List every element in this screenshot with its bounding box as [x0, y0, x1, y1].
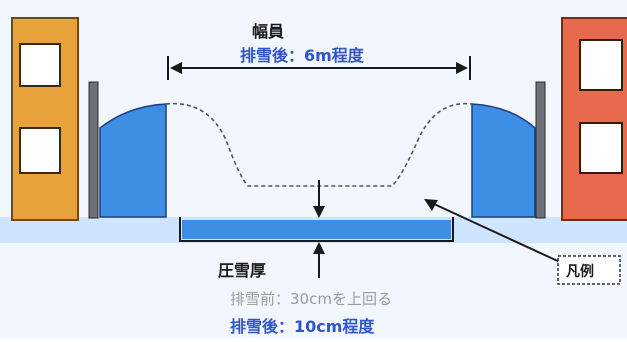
right-building: [561, 17, 627, 221]
window: [19, 127, 61, 174]
legend-pointer: [424, 199, 563, 264]
window: [579, 39, 623, 91]
window: [579, 122, 623, 174]
before-removal-note: 排雪前：30cmを上回る: [230, 290, 392, 308]
right-pole: [535, 81, 546, 219]
width-dimension: [167, 56, 471, 80]
legend-box: [557, 255, 621, 285]
right-snow-bank: [471, 103, 536, 218]
compacted-snow-layer: [182, 220, 451, 239]
road-trench: [179, 217, 454, 242]
thickness-arrows: [313, 180, 325, 278]
left-pole: [88, 81, 99, 219]
after-removal-note: 排雪後：10cm程度: [230, 317, 375, 336]
left-snow-bank: [99, 103, 167, 218]
width-title: 幅員: [252, 22, 284, 41]
left-building: [11, 17, 79, 221]
window: [19, 43, 61, 87]
legend-label: 凡例: [566, 263, 594, 280]
width-value: 排雪後：6m程度: [240, 46, 365, 65]
compacted-thickness-title: 圧雪厚: [218, 261, 266, 280]
